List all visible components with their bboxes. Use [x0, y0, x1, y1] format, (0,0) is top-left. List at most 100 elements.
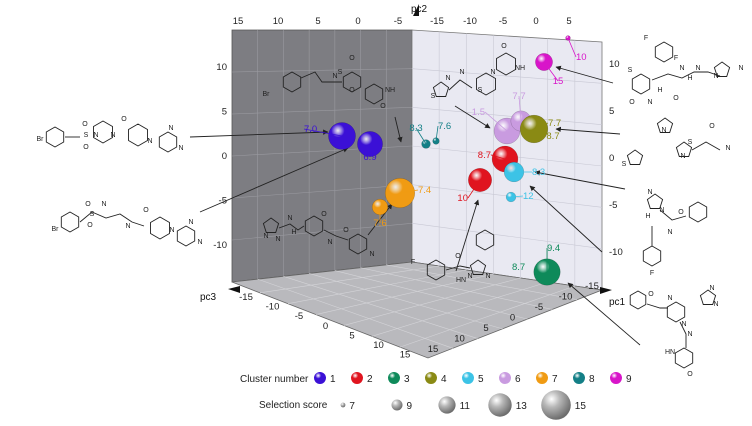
- pointer-arrow: [394, 116, 403, 143]
- atom-label: NH: [385, 87, 395, 94]
- pc3-bottom-tick: 15: [400, 350, 411, 361]
- legend-swatch-cluster-5: [462, 372, 474, 384]
- atom-label: N: [687, 331, 692, 338]
- atom-label: O: [349, 55, 355, 62]
- pointer-arrow: [567, 282, 641, 346]
- ring: [476, 72, 496, 96]
- atom-label: N: [147, 138, 152, 145]
- atom-label: N: [490, 69, 495, 76]
- pc3-top-tick: 15: [233, 16, 244, 27]
- bond: [300, 71, 342, 83]
- atom-label: S: [431, 93, 436, 100]
- data-label: 12: [523, 191, 534, 202]
- legend-swatch-cluster-9: [610, 372, 622, 384]
- ring: [158, 131, 178, 153]
- legend-score-label: 7: [349, 401, 355, 412]
- label-leader: [415, 127, 427, 145]
- grid-line: [283, 276, 478, 339]
- pc2-left-tick: -5: [219, 196, 227, 207]
- atom-label: S: [628, 67, 633, 74]
- legend-score-label: 11: [460, 401, 471, 412]
- atom-label: N: [110, 132, 115, 139]
- atom-label: O: [121, 116, 127, 123]
- atom-label: O: [321, 211, 327, 218]
- pc1-bottom-tick: -15: [585, 281, 599, 292]
- pointer-arrow: [454, 105, 491, 129]
- label-leader: [490, 154, 506, 160]
- ring: [469, 259, 487, 275]
- atom-label: H: [657, 87, 662, 94]
- pc2-right-tick: 10: [609, 59, 620, 70]
- pointer-arrow: [199, 147, 349, 213]
- ring: [60, 211, 80, 233]
- label-leader: [467, 179, 481, 199]
- atom-label: O: [349, 87, 355, 94]
- data-label: 8.3: [532, 167, 545, 178]
- atom-label: N: [332, 73, 337, 80]
- atom-label: O: [83, 144, 89, 151]
- grid-line: [287, 269, 467, 305]
- pc3-top-tick: 0: [355, 16, 360, 27]
- data-label: 7.0: [304, 124, 317, 135]
- bond: [646, 303, 668, 309]
- legend-score-title: Selection score: [259, 400, 328, 411]
- data-label: 7.7: [512, 91, 525, 102]
- data-label: 8.7: [478, 150, 491, 161]
- atom-label: N: [725, 145, 730, 152]
- atom-label: Br: [52, 226, 60, 233]
- pc2-right-tick: 5: [609, 106, 614, 117]
- data-label: 8.7: [512, 262, 525, 273]
- grid-line: [343, 277, 521, 326]
- atom-label: N: [327, 239, 332, 246]
- pc1-bottom-tick: 10: [454, 334, 465, 345]
- pc3-bottom-tick: 5: [349, 330, 354, 341]
- pointer-arrow: [555, 126, 621, 135]
- grid-line: [360, 267, 553, 310]
- atom-label: S: [688, 139, 693, 146]
- atom-label: O: [87, 222, 93, 229]
- label-leader: [567, 37, 577, 58]
- atom-label: N: [709, 285, 714, 292]
- data-label: 6.9: [363, 152, 376, 163]
- atom-label: O: [82, 121, 88, 128]
- atom-label: N: [695, 65, 700, 72]
- atom-label: O: [709, 123, 715, 130]
- ring: [699, 289, 717, 305]
- bond: [448, 79, 473, 91]
- ring: [496, 52, 516, 76]
- legend-score-bubble: [541, 390, 571, 420]
- pc1-bottom-tick: 0: [510, 313, 515, 324]
- atom-label: N: [647, 189, 652, 196]
- label-leader: [399, 189, 419, 194]
- label-leader: [435, 125, 439, 142]
- data-label: 7.6: [438, 121, 451, 132]
- ring: [348, 233, 368, 255]
- ring: [713, 61, 731, 77]
- grid-lines: [231, 30, 603, 349]
- atom-label: N: [667, 295, 672, 302]
- pc2-left-tick: 0: [222, 151, 227, 162]
- pc1-axis-arrow: [600, 287, 612, 294]
- legend-cluster-title: Cluster number: [240, 374, 309, 385]
- atom-label: N: [168, 125, 173, 132]
- legend-cluster-label: 5: [478, 374, 484, 385]
- ring: [674, 347, 694, 369]
- atom-label: O: [648, 291, 654, 298]
- atom-label: O: [343, 227, 349, 234]
- grid-line: [411, 68, 603, 84]
- pc2-left-tick: 10: [216, 62, 227, 73]
- pc1-axis-label: pc1: [609, 297, 626, 308]
- atom-label: N: [287, 215, 292, 222]
- ring: [666, 301, 686, 323]
- bond: [679, 321, 687, 348]
- data-label: 10: [576, 52, 587, 63]
- atom-label: HN: [456, 277, 466, 284]
- atom-label: Br: [263, 91, 271, 98]
- atom-label: N: [275, 236, 280, 243]
- grid-line: [259, 265, 440, 294]
- grid-line: [309, 273, 503, 330]
- ring: [128, 123, 148, 147]
- grid-line: [411, 107, 603, 125]
- pc3-bottom-tick: 10: [373, 340, 384, 351]
